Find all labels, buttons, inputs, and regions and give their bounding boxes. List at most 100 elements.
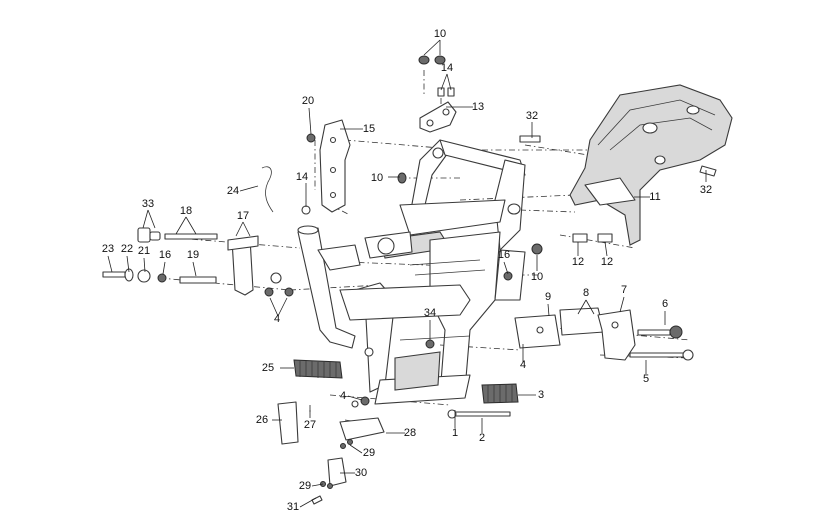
callout-c23: 23 (102, 243, 114, 273)
footpeg-25 (293, 359, 343, 379)
callout-c5: 5 (643, 360, 649, 385)
cable-24 (261, 166, 274, 213)
callout-number: 6 (662, 298, 668, 310)
callout-c32b: 32 (700, 170, 712, 196)
callout-c4a: 4 (269, 297, 288, 325)
callout-number: 22 (121, 243, 133, 255)
callout-number: 25 (262, 362, 274, 374)
callout-number: 3 (538, 389, 544, 401)
callout-number: 16 (498, 249, 510, 261)
leader-line (147, 209, 156, 229)
callout-c16b: 16 (159, 249, 171, 275)
leader-line (585, 299, 595, 315)
leader-line (235, 221, 244, 237)
callout-c26: 26 (256, 414, 282, 426)
callout-c10a: 10 (423, 28, 446, 56)
leader-line (242, 221, 251, 237)
callout-number: 11 (649, 191, 660, 203)
leader-line (239, 185, 259, 192)
callout-c31: 31 (287, 497, 317, 513)
callout-number: 29 (363, 447, 375, 459)
callout-number: 7 (621, 284, 627, 296)
callout-number: 18 (180, 205, 192, 217)
callout-number: 5 (643, 373, 649, 385)
callout-number: 10 (371, 172, 383, 184)
callout-c4b: 4 (520, 344, 526, 371)
leader-line (440, 73, 448, 91)
callout-number: 31 (287, 501, 299, 513)
leader-line (175, 216, 187, 235)
leader-line (311, 483, 324, 487)
callout-c27: 27 (304, 410, 316, 431)
callout-c2: 2 (479, 418, 485, 444)
callout-number: 26 (256, 414, 268, 426)
callout-number: 4 (274, 313, 280, 325)
callout-c4c: 4 (340, 390, 363, 402)
callout-c28: 28 (386, 427, 416, 439)
callout-c10b: 10 (371, 172, 400, 184)
leader-line (547, 303, 550, 317)
callout-c13: 13 (446, 101, 484, 113)
leader-line (299, 497, 317, 508)
leader-line (577, 299, 587, 315)
callout-number: 2 (479, 432, 485, 444)
left-footrest-hardware (102, 227, 294, 297)
main-frame (339, 139, 526, 405)
leader-line (308, 107, 312, 135)
footpeg-3 (481, 383, 519, 404)
leader-line (604, 241, 608, 257)
callout-c12b: 12 (601, 241, 613, 268)
callout-c25: 25 (262, 362, 294, 374)
leader-line (619, 296, 625, 313)
leader-line (269, 297, 279, 317)
pivot-bolts (447, 409, 511, 419)
leader-line (142, 209, 149, 229)
leader-line (192, 261, 197, 277)
callout-number: 32 (526, 110, 538, 122)
callout-number: 21 (138, 245, 150, 257)
leader-line (446, 73, 452, 91)
callout-c6: 6 (662, 298, 668, 325)
callout-number: 20 (302, 95, 314, 107)
callout-number: 4 (340, 390, 346, 402)
callout-c16a: 16 (498, 249, 510, 275)
callout-c17: 17 (235, 210, 251, 237)
callout-c19: 19 (187, 249, 199, 277)
callout-c29b: 29 (299, 480, 324, 492)
callout-c22: 22 (121, 243, 133, 273)
callout-number: 24 (227, 185, 239, 197)
callout-number: 13 (472, 101, 484, 113)
callout-number: 14 (441, 62, 453, 74)
right-footrest-bracket (514, 307, 694, 361)
callout-number: 23 (102, 243, 114, 255)
callout-number: 10 (434, 28, 446, 40)
callout-c12a: 12 (572, 242, 584, 268)
callout-number: 16 (159, 249, 171, 261)
callout-number: 19 (187, 249, 199, 261)
leader-line (143, 257, 146, 273)
callout-number: 1 (452, 427, 458, 439)
bracket-15 (319, 119, 351, 213)
leader-line (162, 261, 166, 275)
callout-number: 17 (237, 210, 249, 222)
callout-number: 4 (520, 359, 526, 371)
callout-c7: 7 (619, 284, 627, 313)
callout-number: 29 (299, 480, 311, 492)
callout-number: 9 (545, 291, 551, 303)
callout-c14a: 14 (440, 62, 453, 91)
callout-c32a: 32 (526, 110, 538, 138)
callout-c24: 24 (227, 185, 259, 197)
callout-c29a: 29 (349, 444, 375, 459)
callout-number: 33 (142, 198, 154, 210)
callout-c14b: 14 (296, 171, 308, 207)
callout-c34: 34 (424, 307, 436, 340)
callout-c10c: 10 (531, 255, 543, 283)
callout-c1: 1 (452, 410, 458, 439)
leader-line (423, 39, 441, 56)
callout-number: 27 (304, 419, 316, 431)
lower-parts (277, 401, 385, 505)
callout-number: 15 (363, 123, 375, 135)
rear-fender (569, 84, 733, 246)
callout-number: 32 (700, 184, 712, 196)
